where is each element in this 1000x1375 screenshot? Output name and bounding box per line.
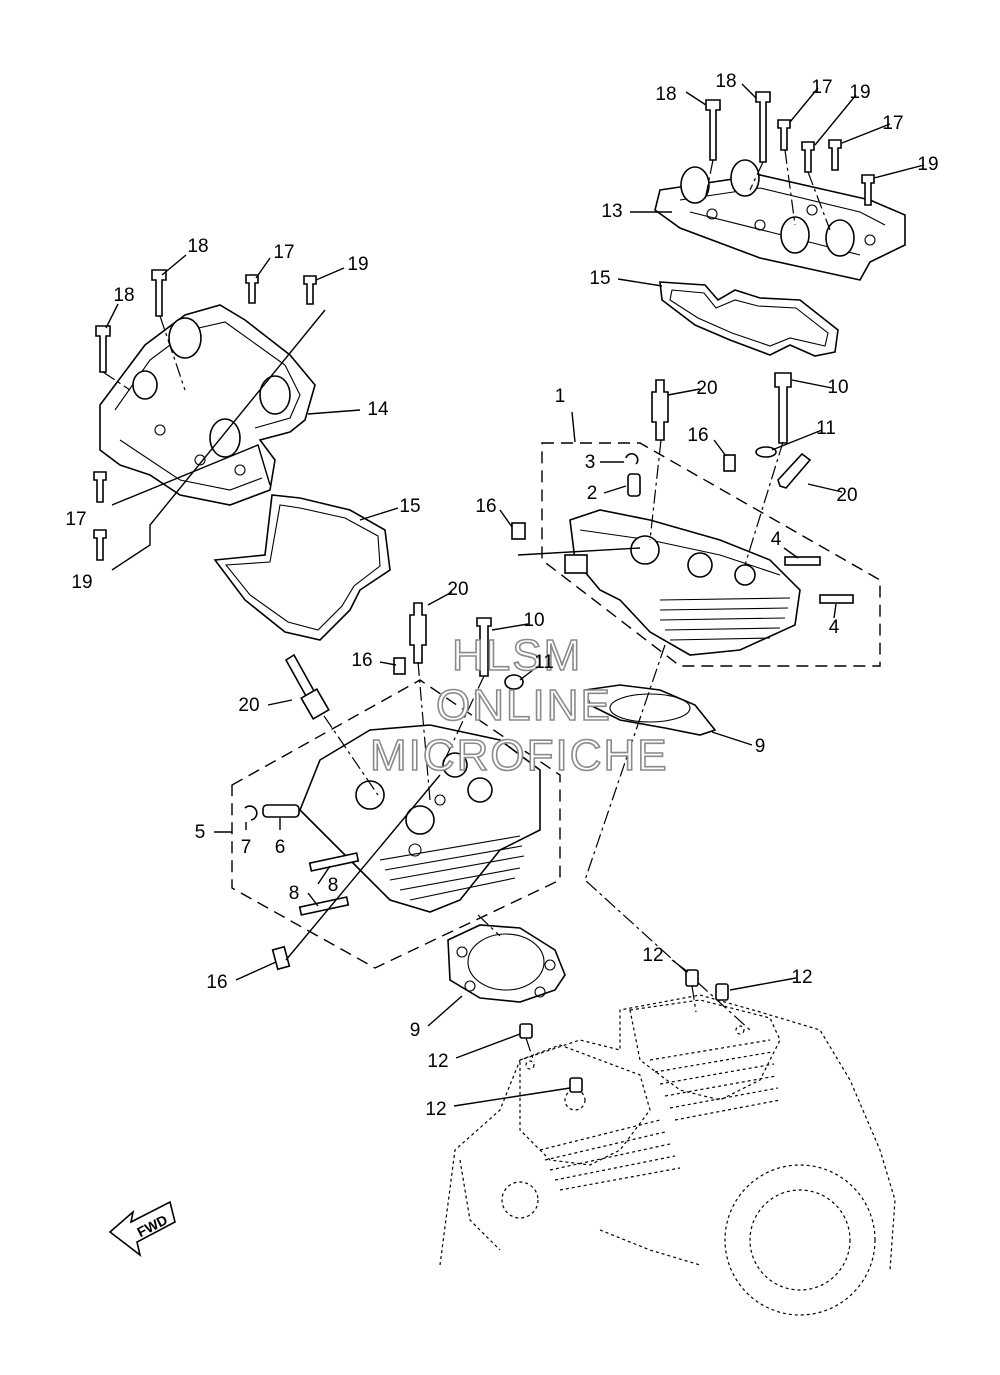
rocker-gasket-front [213, 494, 399, 641]
watermark-line-2: ONLINE [436, 681, 612, 730]
callout-11: 11 [816, 418, 836, 439]
callout-12: 12 [427, 1051, 448, 1072]
callout-17: 17 [811, 77, 832, 98]
callout-19: 19 [849, 82, 870, 103]
leader-lines-front-head [214, 591, 539, 981]
bolt-group-front [93, 269, 317, 561]
callout-20: 20 [447, 579, 468, 600]
callout-12: 12 [425, 1099, 446, 1120]
rocker-cover-front [99, 304, 316, 506]
watermark-line-3: MICROFICHE [370, 731, 669, 780]
callout-8: 8 [328, 875, 339, 896]
callout-18: 18 [187, 236, 208, 257]
fwd-label: FWD [134, 1211, 170, 1240]
callout-20: 20 [836, 485, 857, 506]
callout-16: 16 [475, 496, 496, 517]
front-head-small-parts [244, 602, 524, 971]
callout-15: 15 [399, 496, 420, 517]
callout-6: 6 [275, 837, 286, 858]
head-gasket-rear [583, 644, 753, 1031]
cylinder-head-front [299, 724, 541, 913]
callout-18: 18 [715, 71, 736, 92]
leader-lines-rear-top [630, 83, 925, 231]
assembly-boundary-rear [541, 442, 881, 667]
callout-2: 2 [587, 483, 598, 504]
fwd-arrow-icon: FWD [108, 1200, 176, 1257]
watermark: HLSM ONLINE MICROFICHE [369, 630, 669, 781]
callout-7: 7 [241, 837, 252, 858]
callout-10: 10 [827, 377, 848, 398]
callout-3: 3 [585, 452, 596, 473]
watermark-line-1: HLSM [452, 631, 582, 680]
leader-lines-rear-head [499, 379, 843, 619]
callout-15: 15 [589, 268, 610, 289]
rocker-cover-rear [654, 159, 906, 281]
callout-9: 9 [755, 736, 766, 757]
callout-13: 13 [601, 201, 622, 222]
callout-4: 4 [771, 529, 782, 550]
callout-5: 5 [195, 822, 206, 843]
head-gasket-front [427, 914, 566, 1027]
callout-10: 10 [523, 610, 544, 631]
callout-19: 19 [71, 572, 92, 593]
callout-19: 19 [917, 154, 938, 175]
callout-16: 16 [206, 972, 227, 993]
callout-12: 12 [791, 967, 812, 988]
rear-head-small-parts [511, 372, 854, 604]
callout-14: 14 [367, 399, 389, 420]
callout-20: 20 [696, 378, 717, 399]
callout-16: 16 [351, 650, 372, 671]
callout-8: 8 [289, 883, 300, 904]
callout-19: 19 [347, 254, 368, 275]
bolt-group-rear [705, 91, 875, 206]
dowel-pins [519, 969, 729, 1093]
leader-lines-engine [453, 959, 797, 1107]
leader-lines-front-top [102, 254, 361, 571]
rocker-gasket-rear [617, 278, 839, 357]
callout-11: 11 [534, 652, 554, 673]
callout-18: 18 [113, 285, 134, 306]
cylinder-head-rear [564, 509, 801, 656]
callout-20: 20 [238, 695, 259, 716]
callout-17: 17 [65, 509, 86, 530]
callout-9: 9 [410, 1020, 421, 1041]
callout-17: 17 [882, 113, 903, 134]
callout-16: 16 [687, 425, 708, 446]
callout-17: 17 [273, 242, 294, 263]
callout-18: 18 [655, 84, 676, 105]
callout-1: 1 [555, 386, 566, 407]
callout-12: 12 [642, 945, 663, 966]
engine-crankcase-reference [439, 994, 896, 1316]
callout-4: 4 [829, 617, 840, 638]
